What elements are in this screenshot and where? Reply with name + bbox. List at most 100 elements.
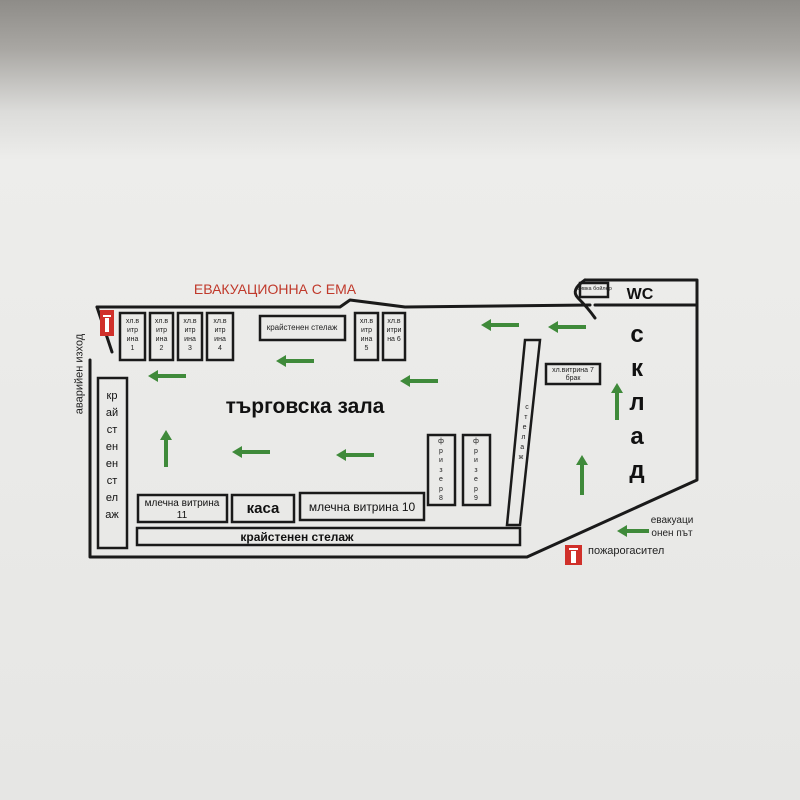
left-shelf-letters: ай [105, 407, 119, 419]
left-shelf-letters: кр [106, 390, 118, 402]
dairy-showcase-10 [298, 491, 426, 522]
boiler-box [578, 281, 610, 299]
freezer-letter: 8 [439, 495, 443, 502]
showcase-label: итр [155, 327, 168, 334]
cashier-label: каса [246, 500, 280, 517]
storage-letter: к [630, 355, 644, 382]
sales-hall-label: търговска зала [225, 395, 385, 418]
arrow-left-icon [232, 446, 270, 458]
arrow-left-icon [276, 355, 314, 367]
arrow-left-icon [481, 319, 519, 331]
wc-label: WC [626, 286, 654, 303]
showcase-7-sub: брак [565, 375, 581, 382]
left-shelf [96, 376, 129, 550]
arrow-left-icon [148, 370, 186, 382]
inner-shelf [505, 338, 542, 527]
storage-letter: а [630, 423, 644, 450]
freezer-letter: з [474, 466, 478, 474]
dairy-11-number: 11 [176, 510, 188, 521]
storage-letter: с [630, 321, 644, 348]
left-shelf-letters: ен [105, 441, 119, 453]
freezer-letter: е [474, 476, 478, 483]
freezer-letter: з [439, 466, 443, 474]
showcase-label: ина [155, 336, 168, 343]
inner-shelf-letter: е [522, 424, 527, 431]
top-shelf-label: крайстенен стелаж [266, 323, 338, 332]
showcase-label: хл.в [213, 318, 227, 325]
freezer-letter: р [439, 485, 443, 493]
showcase-label: ина [360, 336, 373, 343]
inner-shelf-letter: т [524, 414, 528, 421]
freezer-letter: ф [438, 438, 444, 445]
left-shelf-letters: ел [105, 492, 119, 504]
bottom-shelf-label: крайстенен стелаж [240, 530, 354, 544]
showcase-1 [118, 311, 147, 362]
cashier-box [230, 493, 296, 524]
showcase-7-label: хл.витрина 7 [552, 367, 594, 374]
showcase-label: 4 [218, 345, 222, 352]
dairy-showcase-11 [136, 493, 229, 524]
showcase-label: ина [126, 336, 139, 343]
showcase-label: итри [386, 327, 402, 334]
arrow-left-icon [617, 525, 649, 537]
freezer-letter: и [474, 457, 478, 464]
freezer-letter: 9 [474, 495, 478, 502]
freezer-letter: и [439, 457, 443, 464]
bottom-shelf [135, 526, 522, 547]
arrow-left-icon [336, 449, 374, 461]
showcase-2 [148, 311, 175, 362]
freezer-letter: р [474, 447, 478, 455]
dairy-10-label: млечна витрина 10 [308, 500, 416, 514]
showcase-label: итр [126, 327, 139, 334]
showcase-4 [205, 311, 235, 362]
freezer-letter: р [474, 485, 478, 493]
legend-route-2: онен път [651, 528, 693, 539]
arrow-left-icon [400, 375, 438, 387]
showcase-label: 5 [364, 345, 369, 352]
arrow-up-icon [160, 430, 172, 467]
showcase-3 [176, 311, 204, 362]
showcase-label: итр [184, 327, 196, 334]
inner-shelf-letter: с [525, 404, 529, 411]
emergency-exit-label: аварийен изход [73, 333, 86, 415]
showcase-label: 1 [130, 345, 135, 352]
bread-showcases [118, 311, 407, 362]
showcase-label: ина [184, 336, 196, 343]
freezer-letter: р [439, 447, 443, 455]
inner-shelf-letter: л [521, 434, 526, 441]
showcase-label: хл.в [154, 318, 169, 325]
freezer-letter: е [439, 476, 443, 483]
showcase-label: хл.в [125, 318, 140, 325]
showcase-label: 3 [188, 345, 192, 352]
freezer-8 [426, 433, 457, 507]
freezer-9 [461, 433, 492, 507]
left-shelf-letters: ст [106, 424, 118, 436]
showcase-5 [353, 311, 380, 362]
dairy-11-label: млечна витрина [144, 498, 220, 509]
top-shelf [258, 314, 347, 342]
showcase-label: хл.в [359, 318, 374, 325]
showcase-6 [381, 311, 407, 362]
legend-extinguisher: пожарогасител [588, 545, 665, 557]
legend-route-1: евакуаци [650, 515, 694, 526]
showcase-label: на 6 [387, 336, 401, 343]
extinguisher-icon [100, 310, 114, 336]
left-shelf-letters: аж [105, 509, 119, 521]
arrow-up-icon [576, 455, 588, 495]
freezer-letter: ф [473, 438, 479, 445]
storage-letter: д [629, 457, 645, 484]
left-shelf-letters: ен [105, 458, 119, 470]
extinguisher-icon [565, 545, 582, 565]
showcase-label: хл.в [387, 318, 401, 325]
inner-shelf-letter: а [520, 444, 525, 451]
arrow-left-icon [548, 321, 586, 333]
arrow-up-icon [611, 383, 623, 420]
showcase-label: ина [214, 336, 226, 343]
showcase-label: хл.в [183, 318, 197, 325]
inner-shelf-letter: ж [518, 454, 524, 461]
left-shelf-letters: ст [106, 475, 118, 487]
